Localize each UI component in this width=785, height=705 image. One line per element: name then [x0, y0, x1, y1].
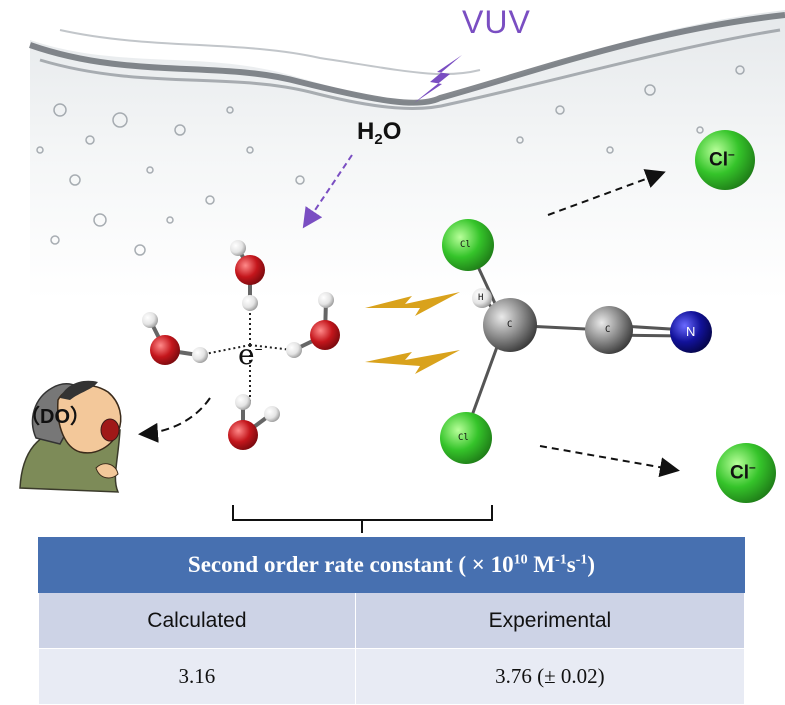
- atom-label-c-second: C: [605, 325, 611, 335]
- title-exp-m: -1: [555, 552, 567, 568]
- scavenge-arrow: [138, 397, 211, 443]
- rate-constant-table: Second order rate constant ( × 1010 M-1s…: [38, 537, 746, 705]
- atom-label-n: N: [686, 324, 696, 339]
- table-header-row: Calculated Experimental: [38, 592, 746, 649]
- atom-label-h: H: [478, 293, 484, 303]
- water-label-h: H: [357, 118, 375, 145]
- electron-charge: –: [254, 338, 263, 358]
- attack-bolt-lower-icon: [365, 350, 460, 374]
- experimental-value: 3.76 (± 0.02): [354, 648, 746, 705]
- vuv-bolt-icon: [414, 55, 462, 103]
- title-exp-base: 10: [513, 552, 528, 568]
- chloride-charge-upper: –: [728, 147, 735, 161]
- atom-label-cl-lower: Cl: [458, 433, 469, 443]
- water-splash: [29, 10, 785, 300]
- table-row: 3.16 3.76 (± 0.02): [38, 648, 746, 705]
- release-arrow-lower: [539, 445, 680, 478]
- water-to-electron-arrow: [302, 154, 353, 229]
- water-label-sub: 2: [374, 131, 383, 148]
- column-header-experimental: Experimental: [354, 592, 746, 649]
- grouping-bracket: [232, 505, 493, 533]
- do-label: （DO）: [20, 406, 90, 428]
- chloride-symbol-lower: Cl: [730, 462, 749, 484]
- chloride-ion-upper: [695, 130, 755, 190]
- chloride-label-upper: Cl–: [709, 147, 735, 171]
- column-header-calculated: Calculated: [38, 592, 356, 649]
- table-title-row: Second order rate constant ( × 1010 M-1s…: [38, 537, 745, 593]
- attack-bolt-upper-icon: [365, 292, 460, 316]
- water-label: H2O: [357, 118, 402, 148]
- chloride-ion-lower: [716, 443, 776, 503]
- water-label-o: O: [382, 118, 402, 145]
- title-suffix: ): [587, 552, 596, 577]
- chloride-label-lower: Cl–: [730, 460, 756, 484]
- calculated-value: 3.16: [38, 648, 356, 705]
- atom-label-c-first: C: [507, 320, 513, 330]
- release-arrow-upper: [547, 169, 666, 216]
- hydrated-electron-cluster: [142, 240, 340, 450]
- do-person-icon: [19, 380, 122, 493]
- chloride-symbol-upper: Cl: [709, 149, 728, 171]
- electron-label: e–: [238, 338, 263, 371]
- title-exp-s: -1: [575, 552, 588, 568]
- table-title: Second order rate constant ( × 1010 M-1s…: [38, 537, 745, 593]
- dichloroacetonitrile-molecule: [440, 219, 712, 464]
- vuv-label: VUV: [462, 4, 531, 40]
- electron-symbol: e: [238, 338, 255, 371]
- chloride-charge-lower: –: [749, 460, 756, 474]
- title-unit-s: s: [566, 552, 576, 577]
- title-unit-m: M: [527, 552, 556, 577]
- title-prefix: Second order rate constant ( × 10: [187, 552, 514, 577]
- atom-label-cl-upper: Cl: [460, 240, 471, 250]
